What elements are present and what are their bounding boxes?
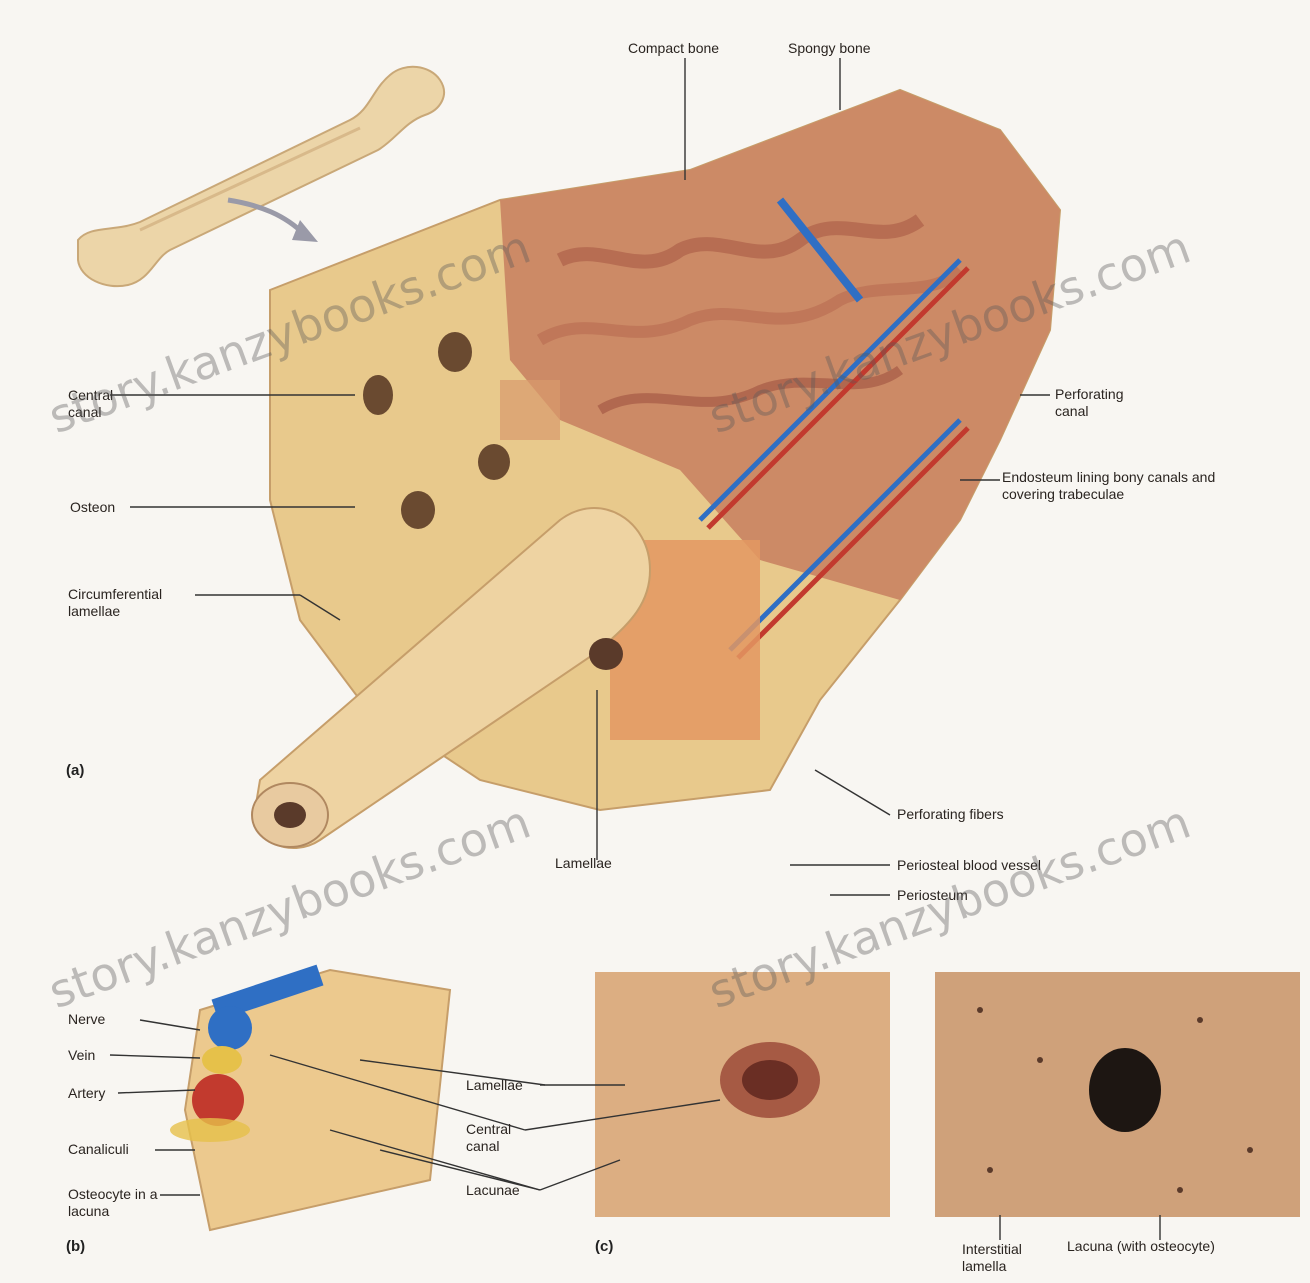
- label-central-canal-b: Central canal: [466, 1121, 526, 1155]
- label-vein: Vein: [68, 1047, 95, 1064]
- osteon-block-b: [170, 970, 450, 1230]
- label-canaliculi: Canaliculi: [68, 1141, 129, 1158]
- label-spongy-bone: Spongy bone: [788, 40, 871, 57]
- label-osteocyte-in-lacuna: Osteocyte in a lacuna: [68, 1186, 163, 1220]
- label-artery: Artery: [68, 1085, 105, 1102]
- label-lacuna-with-osteocyte: Lacuna (with osteocyte): [1067, 1238, 1215, 1255]
- micrograph-d: [935, 972, 1300, 1240]
- zoom-arrow-head: [292, 220, 318, 242]
- label-lamellae-a: Lamellae: [555, 855, 612, 872]
- lacuna-3: [478, 444, 510, 480]
- label-interstitial-lamella: Interstitial lamella: [962, 1241, 1052, 1275]
- label-osteon: Osteon: [70, 499, 115, 516]
- label-perforating-canal: Perforating canal: [1055, 386, 1155, 420]
- panel-label-a: (a): [66, 762, 84, 779]
- micrograph-c: [525, 972, 890, 1217]
- lacuna-4: [401, 491, 435, 529]
- label-lacunae: Lacunae: [466, 1182, 520, 1199]
- lacuna-2: [363, 375, 393, 415]
- label-lamellae-b: Lamellae: [466, 1077, 523, 1094]
- label-perforating-fibers: Perforating fibers: [897, 806, 1004, 823]
- lacuna-1: [438, 332, 472, 372]
- lacuna-5: [589, 638, 623, 670]
- panel-label-c: (c): [595, 1238, 613, 1255]
- label-compact-bone: Compact bone: [628, 40, 719, 57]
- label-endosteum: Endosteum lining bony canals and coverin…: [1002, 469, 1247, 503]
- label-circumferential-lamellae: Circumferential lamellae: [68, 586, 198, 620]
- panel-label-b: (b): [66, 1238, 85, 1255]
